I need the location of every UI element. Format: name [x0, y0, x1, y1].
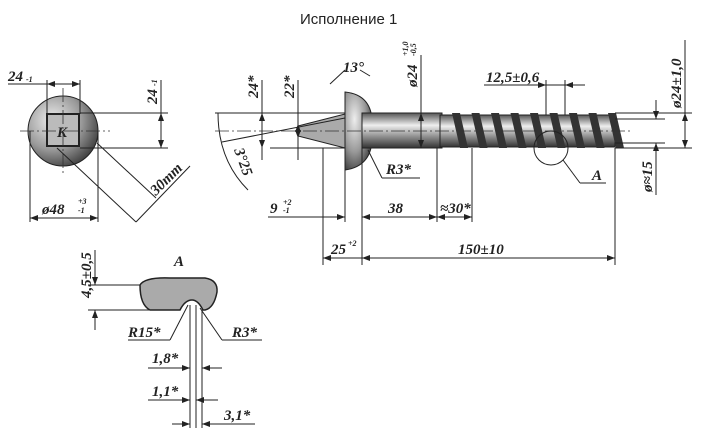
detail-a: A 4,5±0,5 R15* R3* 1,8* 1,1* 3,1* [79, 250, 262, 428]
cone-angle: 3°25 [230, 145, 255, 179]
dim-9: 9 [270, 201, 278, 217]
thread-turn [588, 113, 605, 148]
detail-height: 4,5±0,5 [79, 252, 95, 299]
thread-diameter: ø24±1,0 [669, 58, 685, 109]
core-diameter: ø≈15 [640, 161, 656, 193]
thread-turn [549, 113, 566, 148]
head-view: K 24 -1 24 -1 ø48 +3 -1 30mm [7, 69, 191, 223]
head-width-side: 24 [145, 89, 161, 106]
detail-a-marker[interactable] [533, 130, 569, 166]
tolerance: -1 [283, 206, 290, 215]
radius-r3: R3* [385, 162, 412, 178]
shank-diameter: ø24 [405, 64, 421, 88]
tolerance: +2 [283, 198, 292, 207]
head-height-1: 24* [246, 75, 262, 99]
thread-turns [452, 113, 624, 148]
detail-dim-3-1: 3,1* [223, 408, 251, 424]
thread-turn [569, 113, 585, 148]
tolerance: +2 [348, 239, 357, 248]
tolerance: -0,5 [409, 43, 418, 56]
head-mark: K [56, 125, 68, 141]
dim-25: 25 [330, 242, 347, 258]
dim-30: ≈30* [440, 201, 471, 217]
detail-a-title: A [173, 254, 184, 270]
thread-turn [530, 113, 546, 148]
detail-radius-right: R3* [231, 325, 258, 341]
head-diameter: ø48 [41, 202, 65, 218]
thread-turn [491, 113, 507, 148]
side-view: 24* 22* 3°25 13° ø24 +1,0 -0,5 12,5±0,6 … [215, 40, 692, 265]
tolerance: -1 [26, 75, 33, 84]
detail-dim-1-1: 1,1* [152, 384, 179, 400]
tolerance: -1 [150, 79, 159, 86]
head-width-top: 24 [7, 69, 24, 85]
thread-turn [608, 113, 624, 148]
drawing-title: Исполнение 1 [300, 11, 397, 28]
thread-profile [139, 277, 218, 311]
tolerance: -1 [78, 206, 85, 215]
tolerance: +1,0 [401, 41, 410, 56]
dim-38: 38 [387, 201, 404, 217]
detail-ref-a: A [591, 168, 602, 184]
angle-13: 13° [343, 60, 364, 76]
dim-150: 150±10 [458, 242, 504, 258]
across-flats: 30mm [147, 160, 186, 199]
tolerance: +3 [78, 197, 87, 206]
thread-pitch: 12,5±0,6 [486, 70, 540, 86]
screw-shank [361, 112, 443, 149]
thread-turn [510, 113, 527, 148]
thread-turn [452, 113, 468, 148]
detail-dim-1-8: 1,8* [152, 351, 179, 367]
detail-radius-left: R15* [127, 325, 161, 341]
head-height-2: 22* [282, 75, 298, 99]
thread-turn [471, 113, 488, 148]
